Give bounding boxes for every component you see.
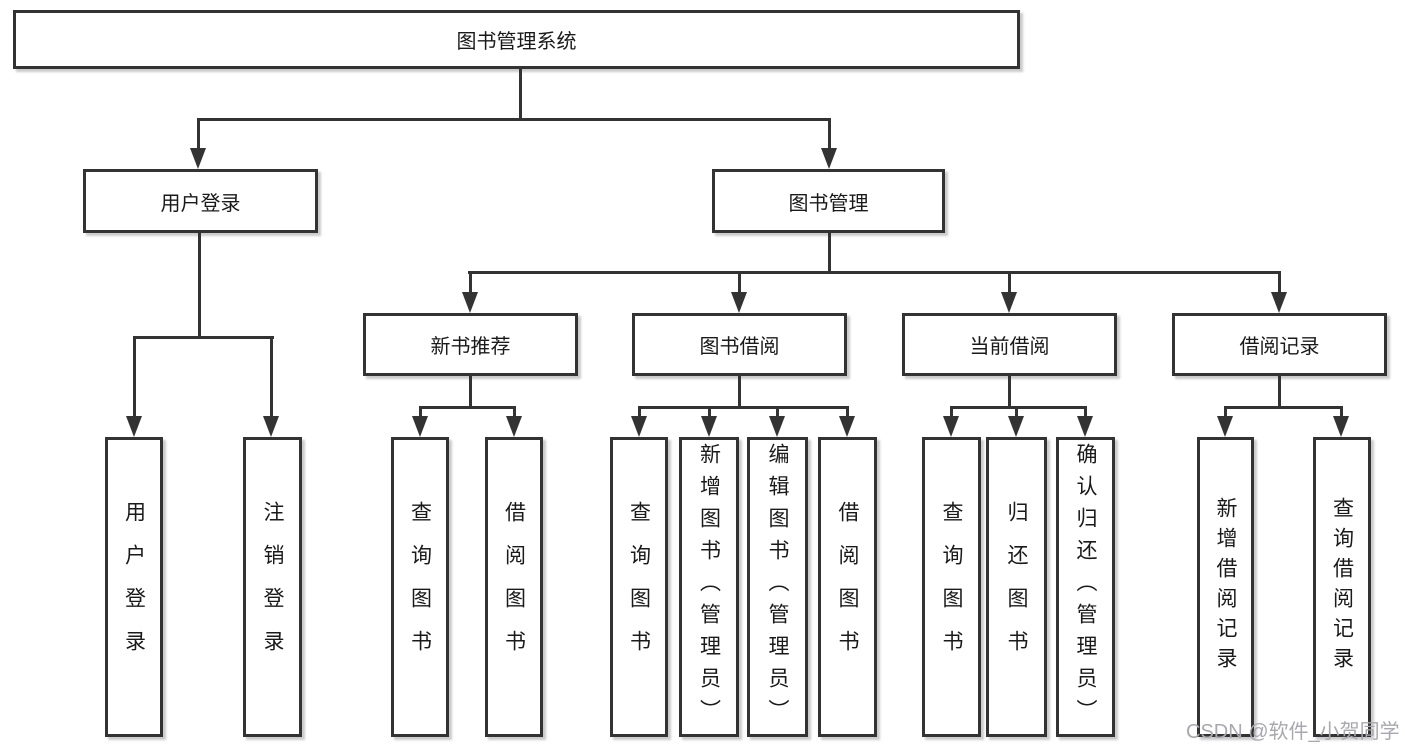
watermark-text: CSDN @软件_小贺同学 [1186,721,1400,743]
arrow-down-icon [263,416,279,437]
connector-root-branch [197,118,831,121]
leaf-user-login: 用户登录 [105,437,163,737]
arrow-down-icon [1271,292,1287,313]
node-label: 图书管理系统 [456,31,577,53]
arrow-down-icon [1008,416,1024,437]
connector-drop-user-login [197,118,200,152]
arrow-down-icon [943,416,959,437]
node-user-login: 用户登录 [83,169,318,233]
node-label: 借阅图书 [836,501,859,673]
connector-borrow-records-stem [1278,375,1281,408]
arrow-down-icon [462,292,478,313]
connector-book-borrow-stem [738,375,741,408]
leaf-confirm-return-admin: 确认归还（管理员） [1056,437,1115,737]
arrow-down-icon [701,416,717,437]
connector-drop [1015,406,1018,420]
node-label: 图书借阅 [699,336,780,358]
connector-book-management-branch [468,271,1281,274]
connector-drop [950,406,953,420]
leaf-query-books: 查询图书 [391,437,449,737]
connector-drop [1084,406,1087,420]
arrow-down-icon [1077,416,1093,437]
connector-drop [419,406,422,420]
node-label: 新书推荐 [430,336,511,358]
connector-current-borrow-stem [1008,375,1011,408]
leaf-query-books: 查询图书 [610,437,668,737]
connector-root-stem [519,68,522,120]
node-label: 查询借阅记录 [1330,497,1354,677]
node-label: 新增图书（管理员） [697,443,721,731]
connector-drop-leaf-user-login [133,336,136,420]
node-label: 查询图书 [408,501,432,673]
connector-user-login-stem [198,233,201,339]
leaf-add-books-admin: 新增图书（管理员） [679,437,739,737]
arrow-down-icon [1001,292,1017,313]
connector-new-book-branch [419,406,516,409]
node-book-management: 图书管理 [712,169,945,233]
node-current-borrowing: 当前借阅 [902,313,1117,376]
connector-drop [776,406,779,420]
arrow-down-icon [731,292,747,313]
connector-drop-borrow-records [1278,271,1281,297]
connector-book-borrow-branch [638,406,849,409]
arrow-down-icon [1217,416,1233,437]
node-label: 编辑图书（管理员） [766,443,789,731]
arrow-down-icon [506,416,522,437]
node-label: 归还图书 [1005,501,1028,673]
connector-new-book-stem [469,375,472,408]
connector-drop-leaf-logout [270,336,273,420]
arrow-down-icon [1333,416,1349,437]
arrow-down-icon [769,416,785,437]
connector-book-management-stem [828,233,831,274]
connector-drop-book-borrow [738,271,741,297]
connector-drop [638,406,641,420]
leaf-query-borrow-record: 查询借阅记录 [1313,437,1371,737]
node-label: 查询图书 [940,501,963,673]
connector-borrow-records-branch [1224,406,1343,409]
node-label: 借阅图书 [502,501,526,673]
leaf-borrow-books: 借阅图书 [485,437,543,737]
node-label: 用户登录 [122,501,146,673]
node-label: 查询图书 [627,501,651,673]
connector-drop-new-book [469,271,472,297]
arrow-down-icon [412,416,428,437]
node-label: 注销登录 [261,501,284,673]
node-label: 确认归还（管理员） [1074,443,1097,731]
leaf-logout-login: 注销登录 [243,437,302,737]
leaf-edit-books-admin: 编辑图书（管理员） [747,437,808,737]
connector-drop-current-borrow [1008,271,1011,297]
node-label: 用户登录 [160,192,241,215]
leaf-return-books: 归还图书 [986,437,1047,737]
connector-drop [513,406,516,420]
node-label: 借阅记录 [1239,336,1320,358]
leaf-query-books: 查询图书 [922,437,981,737]
arrow-down-icon [631,416,647,437]
leaf-borrow-books: 借阅图书 [818,437,877,737]
connector-drop [846,406,849,420]
connector-drop-book-management [828,118,831,152]
connector-current-borrow-branch [950,406,1087,409]
connector-user-login-branch [133,336,274,339]
node-new-book-recommendation: 新书推荐 [363,313,578,376]
arrow-down-icon [126,416,142,437]
arrow-down-icon [190,148,206,169]
node-book-management-system: 图书管理系统 [13,10,1020,69]
leaf-add-borrow-record: 新增借阅记录 [1197,437,1254,737]
connector-drop [708,406,711,420]
arrow-down-icon [821,148,837,169]
connector-drop [1340,406,1343,420]
node-label: 图书管理 [788,192,869,215]
arrow-down-icon [839,416,855,437]
node-book-borrowing: 图书借阅 [632,313,847,376]
connector-drop [1224,406,1227,420]
node-label: 新增借阅记录 [1214,497,1237,677]
node-borrowing-records: 借阅记录 [1172,313,1387,376]
node-label: 当前借阅 [969,336,1050,358]
